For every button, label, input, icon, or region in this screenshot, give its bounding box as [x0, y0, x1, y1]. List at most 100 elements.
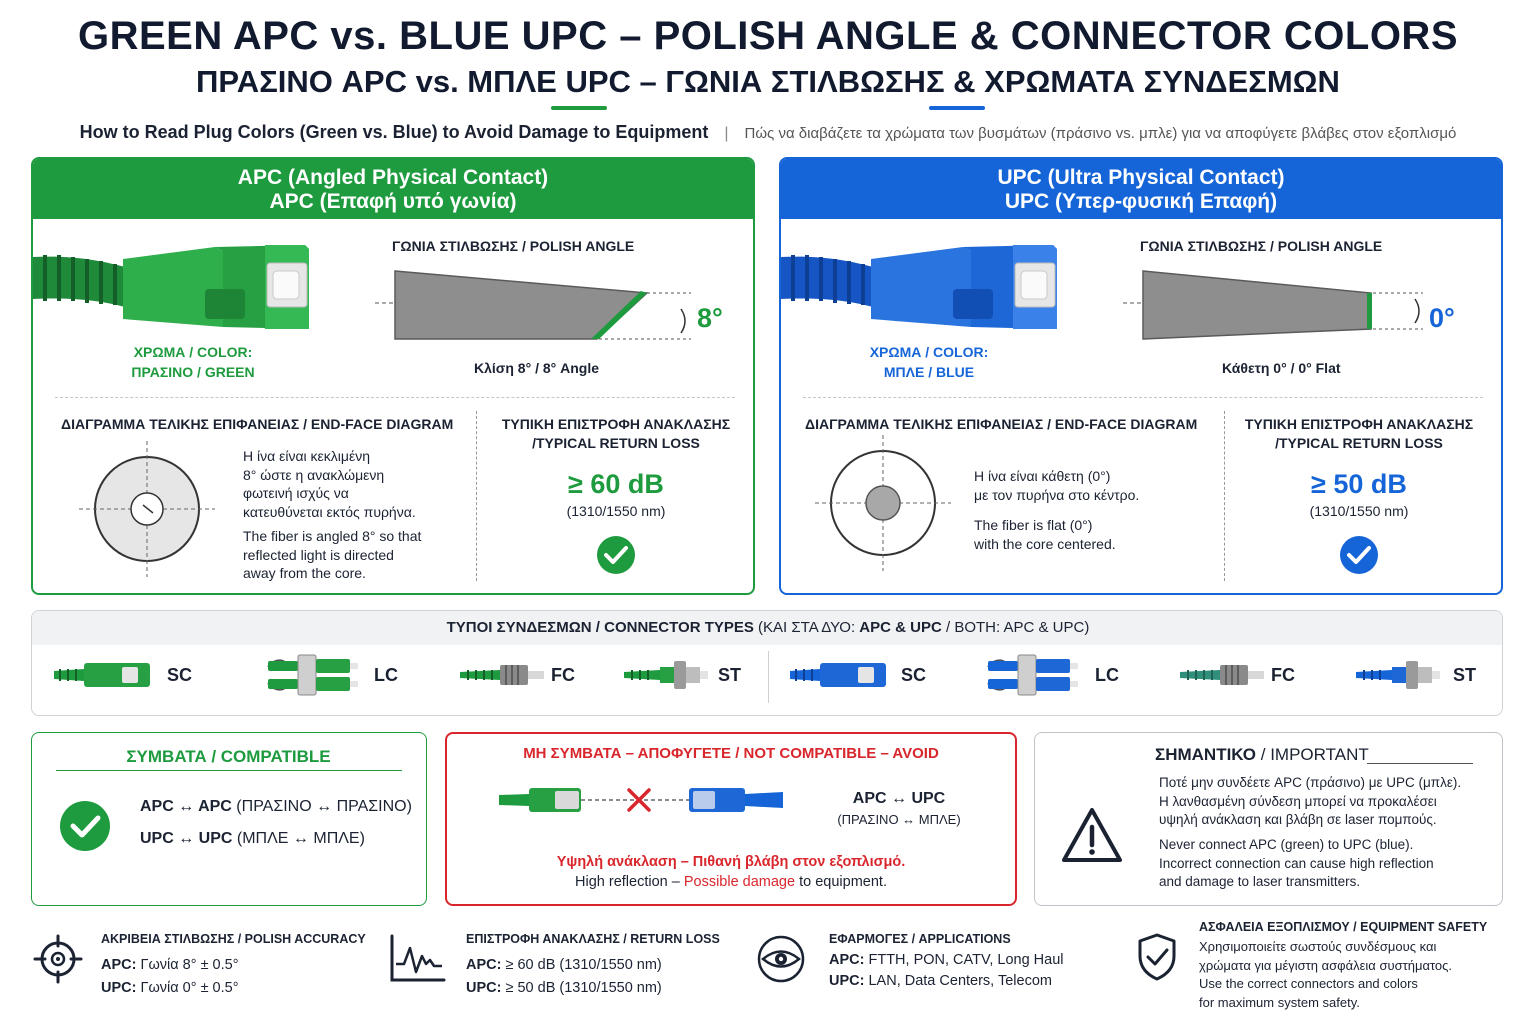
- important-title: ΣΗΜΑΝΤΙΚΟ / IMPORTANT: [1155, 745, 1369, 765]
- apc-rl-title-line: /TYPICAL RETURN LOSS: [532, 435, 700, 451]
- type-label-st-blue: ST: [1453, 665, 1477, 685]
- footer-polish-accuracy-title: ΑΚΡΙΒΕΙΑ ΣΤΙΛΒΩΣΗΣ / POLISH ACCURACY: [101, 932, 366, 946]
- type-label-sc-green: SC: [167, 665, 193, 685]
- apc-return-loss-title: ΤΥΠΙΚΗ ΕΠΙΣΤΡΟΦΗ ΑΝΑΚΛΑΣΗΣ /TYPICAL RETU…: [481, 415, 751, 453]
- apc-color-value: ΠΡΑΣΙΝΟ / GREEN: [131, 364, 255, 380]
- footer-safety-line: Χρησιμοποιείτε σωστούς συνδέσμους και: [1199, 939, 1437, 954]
- mismatch-pair: APC ↔ UPC: [852, 790, 946, 807]
- not-compatible-title: ΜΗ ΣΥΜΒΑΤΑ – ΑΠΟΦΥΓΕΤΕ / NOT COMPATIBLE …: [523, 745, 939, 762]
- important-en-line: and damage to laser transmitters.: [1159, 874, 1361, 889]
- footer-key: APC:: [466, 957, 502, 973]
- apc-desc-gr-line: 8° ώστε η ανακλώμενη: [243, 466, 385, 483]
- mismatch-pair-greek: (ΠΡΑΣΙΝΟ ↔ ΜΠΛΕ): [837, 812, 961, 827]
- footer-safety-line: for maximum system safety.: [1199, 994, 1360, 1010]
- apc-section-divider: [55, 397, 735, 398]
- upc-return-loss-value: ≥ 50 dB: [1311, 469, 1407, 499]
- apc-endface-title: ΔΙΑΓΡΑΜΜΑ ΤΕΛΙΚΗΣ ΕΠΙΦΑΝΕΙΑΣ / END-FACE …: [61, 416, 454, 432]
- green-sc-connector-image: [33, 245, 309, 329]
- upc-polish-title: ΓΩΝΙΑ ΣΤΙΛΒΩΣΗΣ / POLISH ANGLE: [1140, 238, 1383, 254]
- type-label-fc-blue: FC: [1271, 665, 1295, 685]
- apc-desc-gr-line: Η ίνα είναι κεκλιμένη: [243, 448, 370, 464]
- green-sc-connector-icon: [54, 663, 150, 687]
- apc-polish-angle-diagram: [375, 270, 691, 340]
- title-accent-blue: [929, 106, 985, 110]
- footer-polish-accuracy-upc: UPC: Γωνία 0° ± 0.5°: [101, 980, 239, 996]
- important-en-line: Incorrect connection can cause high refl…: [1159, 855, 1434, 871]
- upc-panel: UPC (Ultra Physical Contact) UPC (Υπερ-φ…: [779, 157, 1503, 595]
- mismatch-warning-part: to equipment.: [795, 874, 887, 890]
- footer-value: FTTH, PON, CATV, Long Haul: [864, 952, 1064, 968]
- compatible-box: ΣΥΜΒΑΤΑ / COMPATIBLE APC ↔ APC (ΠΡΑΣΙΝΟ …: [31, 732, 427, 906]
- subtitle-separator: |: [724, 125, 729, 142]
- warning-triangle-icon: [1062, 808, 1122, 862]
- mismatch-warning-highlight: Possible damage: [683, 874, 796, 890]
- type-label-lc-green: LC: [374, 665, 398, 685]
- apc-polish-title: ΓΩΝΙΑ ΣΤΙΛΒΩΣΗΣ / POLISH ANGLE: [392, 238, 635, 254]
- upc-endface-diagram: [815, 435, 951, 571]
- footer-key: UPC:: [101, 980, 137, 996]
- upc-return-loss-title: ΤΥΠΙΚΗ ΕΠΙΣΤΡΟΦΗ ΑΝΑΚΛΑΣΗΣ /TYPICAL RETU…: [1224, 415, 1494, 453]
- connector-types-heading: ΤΥΠΟΙ ΣΥΝΔΕΣΜΩΝ / CONNECTOR TYPES (ΚΑΙ Σ…: [32, 611, 1502, 645]
- apc-panel-header: APC (Angled Physical Contact) APC (Επαφή…: [33, 159, 753, 219]
- upc-desc-gr-line: με τον πυρήνα στο κέντρο.: [974, 486, 1140, 503]
- subtitle-greek: Πώς να διαβάζετε τα χρώματα των βυσμάτων…: [744, 125, 1457, 142]
- footer-return-loss-apc: APC: ≥ 60 dB (1310/1550 nm): [466, 957, 662, 973]
- blue-st-connector-icon: [1356, 661, 1440, 689]
- check-circle-icon: [1340, 536, 1378, 574]
- upc-color-label-title: ΧΡΩΜΑ / COLOR:: [869, 344, 989, 360]
- footer-key: APC:: [101, 957, 137, 973]
- footer-applications-upc: UPC: LAN, Data Centers, Telecom: [829, 973, 1052, 989]
- apc-angle-value: 8°: [697, 303, 723, 333]
- apc-desc-en-line: reflected light is directed: [243, 546, 394, 563]
- mismatch-warning-part: High reflection –: [575, 874, 684, 890]
- upc-rl-title-line: ΤΥΠΙΚΗ ΕΠΙΣΤΡΟΦΗ ΑΝΑΚΛΑΣΗΣ: [1244, 416, 1474, 432]
- apc-description-greek: Η ίνα είναι κεκλιμένη 8° ώστε η ανακλώμε…: [243, 447, 416, 521]
- blue-lc-duplex-connector-icon: [987, 654, 1078, 696]
- apc-upc-mismatch-diagram: [499, 788, 783, 812]
- compatible-apc-pair-desc: (ΠΡΑΣΙΝΟ ↔ ΠΡΑΣΙΝΟ): [231, 798, 412, 815]
- green-st-connector-icon: [624, 661, 708, 689]
- footer-value: ≥ 50 dB (1310/1550 nm): [501, 980, 662, 996]
- compatible-title-underline: [56, 770, 402, 771]
- important-gr-line: υψηλή ανάκλαση και βλάβη σε laser πομπού…: [1159, 812, 1437, 827]
- apc-desc-en-line: The fiber is angled 8° so that: [243, 528, 422, 544]
- green-fc-connector-icon: [460, 665, 544, 685]
- footer-value: Γωνία 0° ± 0.5°: [136, 980, 239, 996]
- apc-head-greek: APC (Επαφή υπό γωνία): [269, 190, 517, 213]
- footer-return-loss-upc: UPC: ≥ 50 dB (1310/1550 nm): [466, 980, 662, 996]
- apc-return-loss-value: ≥ 60 dB: [568, 469, 664, 499]
- compatible-title: ΣΥΜΒΑΤΑ / COMPATIBLE: [126, 747, 331, 766]
- important-title-english: / IMPORTANT: [1256, 745, 1369, 764]
- compatible-apc-pair-code: APC ↔ APC: [140, 798, 232, 815]
- shield-check-icon: [1138, 933, 1176, 981]
- check-circle-icon: [60, 801, 110, 851]
- apc-description-english: The fiber is angled 8° so that reflected…: [243, 527, 421, 583]
- title-accent-green: [551, 106, 607, 110]
- footer-equipment-safety-text: Χρησιμοποιείτε σωστούς συνδέσμους και χρ…: [1199, 938, 1452, 1012]
- footer-key: UPC:: [466, 980, 502, 996]
- compatible-upc-pair-desc: (ΜΠΛΕ ↔ ΜΠΛΕ): [232, 830, 365, 847]
- important-title-rule: [1367, 763, 1473, 764]
- types-head-note: (ΚΑΙ ΣΤΑ ΔΥΟ:: [753, 619, 860, 636]
- footer-polish-accuracy-apc: APC: Γωνία 8° ± 0.5°: [101, 957, 239, 973]
- types-head-main: ΤΥΠΟΙ ΣΥΝΔΕΣΜΩΝ / CONNECTOR TYPES: [446, 619, 754, 636]
- apc-return-loss-wavelength: (1310/1550 nm): [566, 503, 666, 519]
- blue-fc-connector-icon: [1180, 665, 1264, 685]
- important-gr-line: Η λανθασμένη σύνδεση μπορεί να προκαλέσε…: [1159, 793, 1437, 809]
- upc-return-loss-wavelength: (1310/1550 nm): [1309, 503, 1409, 519]
- footer-equipment-safety-title: ΑΣΦΑΛΕΙΑ ΕΞΟΠΛΙΣΜΟΥ / EQUIPMENT SAFETY: [1199, 920, 1488, 934]
- mismatch-warning-greek: Υψηλή ανάκλαση – Πιθανή βλάβη στον εξοπλ…: [556, 854, 906, 870]
- page-title-greek: ΠΡΑΣΙΝΟ APC vs. ΜΠΛΕ UPC – ΓΩΝΙΑ ΣΤΙΛΒΩΣ…: [196, 64, 1340, 99]
- important-box: ΣΗΜΑΝΤΙΚΟ / IMPORTANT Ποτέ μην συνδέετε …: [1034, 732, 1503, 906]
- blue-sc-connector-icon: [790, 663, 886, 687]
- connector-types-band: ΤΥΠΟΙ ΣΥΝΔΕΣΜΩΝ / CONNECTOR TYPES (ΚΑΙ Σ…: [31, 610, 1503, 716]
- page-title: GREEN APC vs. BLUE UPC – POLISH ANGLE & …: [77, 14, 1458, 58]
- apc-head-full: (Angled Physical Contact): [282, 166, 549, 189]
- footer-safety-line: χρώματα για μέγιστη ασφάλεια συστήματος.: [1199, 957, 1453, 973]
- upc-section-divider: [803, 397, 1483, 398]
- upc-desc-en-line: The fiber is flat (0°): [974, 517, 1093, 533]
- upc-description-greek: Η ίνα είναι κάθετη (0°) με τον πυρήνα στ…: [974, 467, 1139, 504]
- types-group-divider: [768, 651, 769, 703]
- type-label-fc-green: FC: [551, 665, 575, 685]
- subtitle: How to Read Plug Colors (Green vs. Blue)…: [0, 122, 1536, 143]
